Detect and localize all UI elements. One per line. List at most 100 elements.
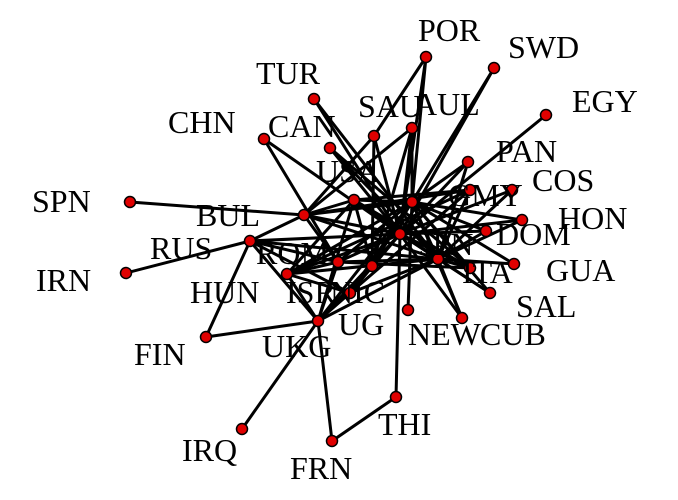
edge-swd-rom [410, 66, 496, 204]
edge-rom-new [406, 200, 414, 312]
node-label-new: NEW [408, 316, 482, 352]
node-thi[interactable] [389, 390, 403, 404]
node-new[interactable] [401, 303, 415, 317]
node-sal[interactable] [483, 286, 497, 300]
edge-dom-hub2 [398, 229, 488, 236]
node-label-fin: FIN [134, 336, 186, 372]
node-can[interactable] [323, 141, 337, 155]
node-label-nic: NIC [330, 274, 385, 310]
edge-rom-hun [285, 200, 414, 276]
node-label-sau: SAU [358, 88, 422, 124]
node-label-cub: CUB [480, 316, 546, 352]
edge-dom-rom [410, 200, 488, 233]
edge-gmy-hun [285, 188, 472, 276]
node-isr[interactable] [331, 255, 345, 269]
node-label-swd: SWD [508, 29, 579, 65]
node-hub2[interactable] [393, 227, 407, 241]
node-gmy[interactable] [463, 183, 477, 197]
node-label-cos: COS [532, 162, 594, 198]
edge-hon-rom [410, 200, 524, 222]
node-label-dom: DOM [496, 216, 571, 252]
edge-rus-fin [204, 239, 252, 339]
node-por[interactable] [419, 50, 433, 64]
edge-frn-thi [330, 395, 398, 443]
edge-hon-hub2 [398, 218, 524, 236]
edge-pan-jpn [436, 160, 470, 261]
node-nic[interactable] [365, 259, 379, 273]
node-bul[interactable] [297, 208, 311, 222]
node-pan[interactable] [461, 155, 475, 169]
node-label-egy: EGY [572, 83, 638, 119]
node-swd[interactable] [487, 61, 501, 75]
node-hun[interactable] [280, 267, 294, 281]
node-label-frn: FRN [290, 450, 352, 486]
edge-por-sau [372, 55, 428, 138]
node-label-pan: PAN [496, 133, 557, 169]
edge-aul-bul [302, 126, 414, 217]
node-spn[interactable] [123, 195, 137, 209]
edge-hun-isr [285, 260, 340, 276]
node-label-irq: IRQ [182, 432, 237, 468]
node-label-ita: ITA [462, 254, 513, 290]
node-irq[interactable] [235, 422, 249, 436]
node-pol[interactable] [343, 286, 357, 300]
edge-gua-rom [410, 200, 516, 266]
edge-hub2-isr [336, 232, 402, 264]
edge-hub2-thi [394, 232, 402, 399]
node-label-hon: HON [558, 200, 627, 236]
edge-por-rom [410, 55, 428, 204]
node-label-isr: ISR [286, 274, 336, 310]
node-label-ukg: UKG [262, 328, 331, 364]
node-cos[interactable] [505, 183, 519, 197]
node-jpn[interactable] [431, 252, 445, 266]
node-label-gmy: GMY [448, 177, 523, 213]
edge-dom-jpn [436, 229, 488, 261]
edge-rom-sal [410, 200, 492, 295]
node-label-irn: IRN [36, 262, 91, 298]
edge-rom-bul [302, 200, 414, 217]
node-frn[interactable] [325, 434, 339, 448]
node-label-chn: CHN [168, 104, 236, 140]
node-cub[interactable] [455, 311, 469, 325]
node-aul[interactable] [405, 121, 419, 135]
edge-jpn-sal [436, 257, 492, 295]
edge-bul-hub2 [302, 213, 402, 236]
node-gua[interactable] [507, 257, 521, 271]
node-usa[interactable] [347, 193, 361, 207]
edge-hub2-hun [285, 232, 402, 276]
node-dom[interactable] [479, 224, 493, 238]
node-ita[interactable] [463, 261, 477, 275]
edge-hun-yug [285, 272, 320, 323]
node-rus[interactable] [243, 234, 257, 248]
node-label-rus: RUS [150, 230, 212, 266]
node-fin[interactable] [199, 330, 213, 344]
edge-spn-bul [128, 200, 306, 217]
edge-bul-rus [248, 213, 306, 243]
edge-hub2-cub [398, 232, 464, 320]
edge-jpn-cub [436, 257, 464, 320]
edge-irn-rus [124, 239, 252, 275]
edge-isr-yug [316, 260, 340, 323]
node-egy[interactable] [539, 108, 553, 122]
edge-yug-fin [204, 319, 320, 339]
edges-layer [124, 55, 548, 443]
node-label-aul: AUL [414, 86, 480, 122]
node-irn[interactable] [119, 266, 133, 280]
edge-sau-bul [302, 134, 376, 217]
edge-rus-yug [248, 239, 320, 323]
node-label-gua: GUA [546, 252, 615, 288]
node-label-jpn: JPN [420, 226, 473, 262]
node-tur[interactable] [307, 92, 321, 106]
node-label-yug: UG [338, 306, 384, 342]
node-yug[interactable] [311, 314, 325, 328]
node-rom[interactable] [405, 195, 419, 209]
node-hon[interactable] [515, 213, 529, 227]
node-chn[interactable] [257, 132, 271, 146]
node-label-hun: HUN [190, 274, 259, 310]
node-sau[interactable] [367, 129, 381, 143]
edge-hun-pol [285, 272, 352, 295]
edge-jpn-yug [316, 257, 440, 323]
node-label-spn: SPN [32, 183, 91, 219]
